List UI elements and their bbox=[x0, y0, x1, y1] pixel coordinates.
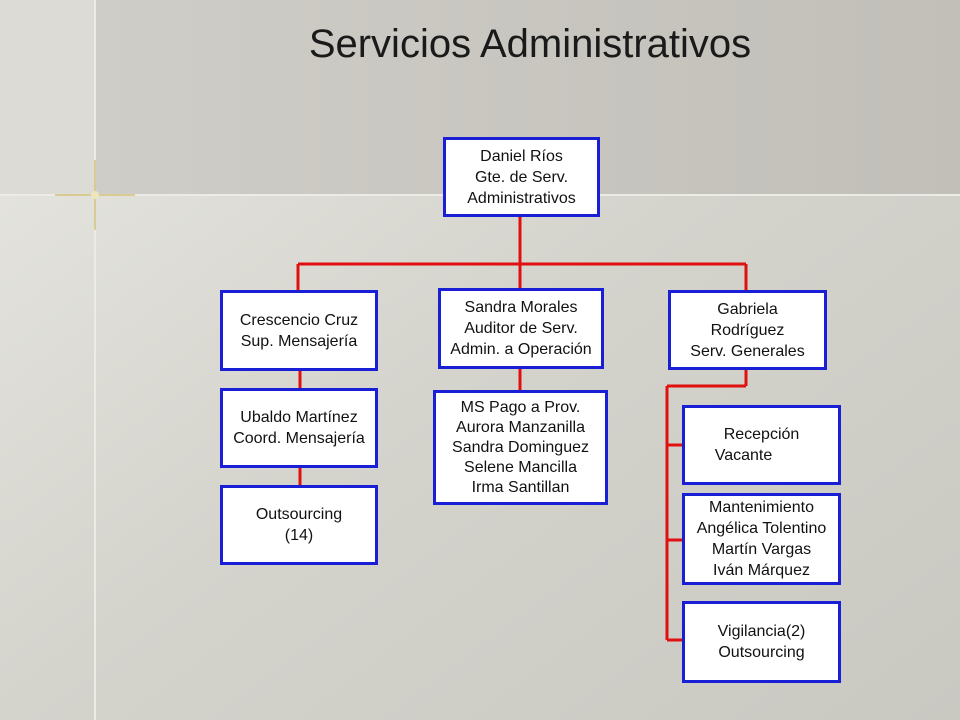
director-box: Daniel Ríos Gte. de Serv. Administrativo… bbox=[443, 137, 600, 217]
mensajeria-outsourcing-box: Outsourcing (14) bbox=[220, 485, 378, 565]
pago-proveedores-box: MS Pago a Prov. Aurora Manzanilla Sandra… bbox=[433, 390, 608, 505]
vigilancia-label: Vigilancia(2) bbox=[717, 623, 806, 640]
page-title: Servicios Administrativos bbox=[308, 22, 752, 66]
pago-proveedores-title: MS Pago a Prov. bbox=[460, 398, 581, 416]
pago-proveedores-member-4: Irma Santillan bbox=[471, 478, 570, 496]
auditor-name: Sandra Morales bbox=[464, 299, 578, 316]
mensajeria-supervisor-role: Sup. Mensajería bbox=[240, 332, 358, 350]
mensajeria-coordinator-name: Ubaldo Martínez bbox=[240, 409, 358, 426]
mantenimiento-label: Mantenimiento bbox=[709, 499, 814, 516]
auditor-box: Sandra Morales Auditor de Serv. Admin. a… bbox=[438, 288, 604, 369]
vigilancia-box: Vigilancia(2) Outsourcing bbox=[682, 601, 841, 683]
vigilancia-outsourcing: Outsourcing bbox=[718, 644, 805, 661]
mantenimiento-box: Mantenimiento Angélica Tolentino Martín … bbox=[682, 493, 841, 585]
servicios-generales-role: Serv. Generales bbox=[690, 342, 805, 360]
mensajeria-supervisor-box: Crescencio Cruz Sup. Mensajería bbox=[220, 290, 378, 371]
sparkle-decoration bbox=[55, 160, 135, 230]
mensajeria-coordinator-box: Ubaldo Martínez Coord. Mensajería bbox=[220, 388, 378, 468]
pago-proveedores-member-2: Sandra Dominguez bbox=[452, 438, 589, 456]
auditor-role-line2: Admin. a Operación bbox=[450, 341, 592, 358]
pago-proveedores-member-3: Selene Mancilla bbox=[464, 458, 577, 476]
servicios-generales-box: Gabriela Rodríguez Serv. Generales bbox=[668, 290, 827, 370]
servicios-generales-name-1: Gabriela bbox=[717, 300, 778, 318]
mantenimiento-member-3: Iván Márquez bbox=[713, 562, 810, 579]
servicios-generales-name-2: Rodríguez bbox=[710, 321, 785, 339]
mensajeria-supervisor-name: Crescencio Cruz bbox=[239, 311, 359, 329]
mantenimiento-member-1: Angélica Tolentino bbox=[696, 520, 827, 537]
pago-proveedores-member-1: Aurora Manzanilla bbox=[456, 418, 585, 436]
director-role-line2: Administrativos bbox=[467, 189, 576, 207]
mensajeria-outsourcing-count: (14) bbox=[284, 527, 314, 544]
director-name: Daniel Ríos bbox=[480, 147, 563, 165]
mensajeria-outsourcing-label: Outsourcing bbox=[255, 506, 343, 523]
recepcion-label: Recepción bbox=[723, 426, 800, 443]
mantenimiento-member-2: Martín Vargas bbox=[711, 541, 812, 558]
auditor-role-line1: Auditor de Serv. bbox=[464, 320, 578, 337]
mensajeria-coordinator-role: Coord. Mensajería bbox=[233, 430, 365, 447]
recepcion-status: Vacante bbox=[714, 447, 773, 464]
recepcion-box: Recepción Vacante bbox=[682, 405, 841, 485]
director-role-line1: Gte. de Serv. bbox=[474, 168, 569, 186]
